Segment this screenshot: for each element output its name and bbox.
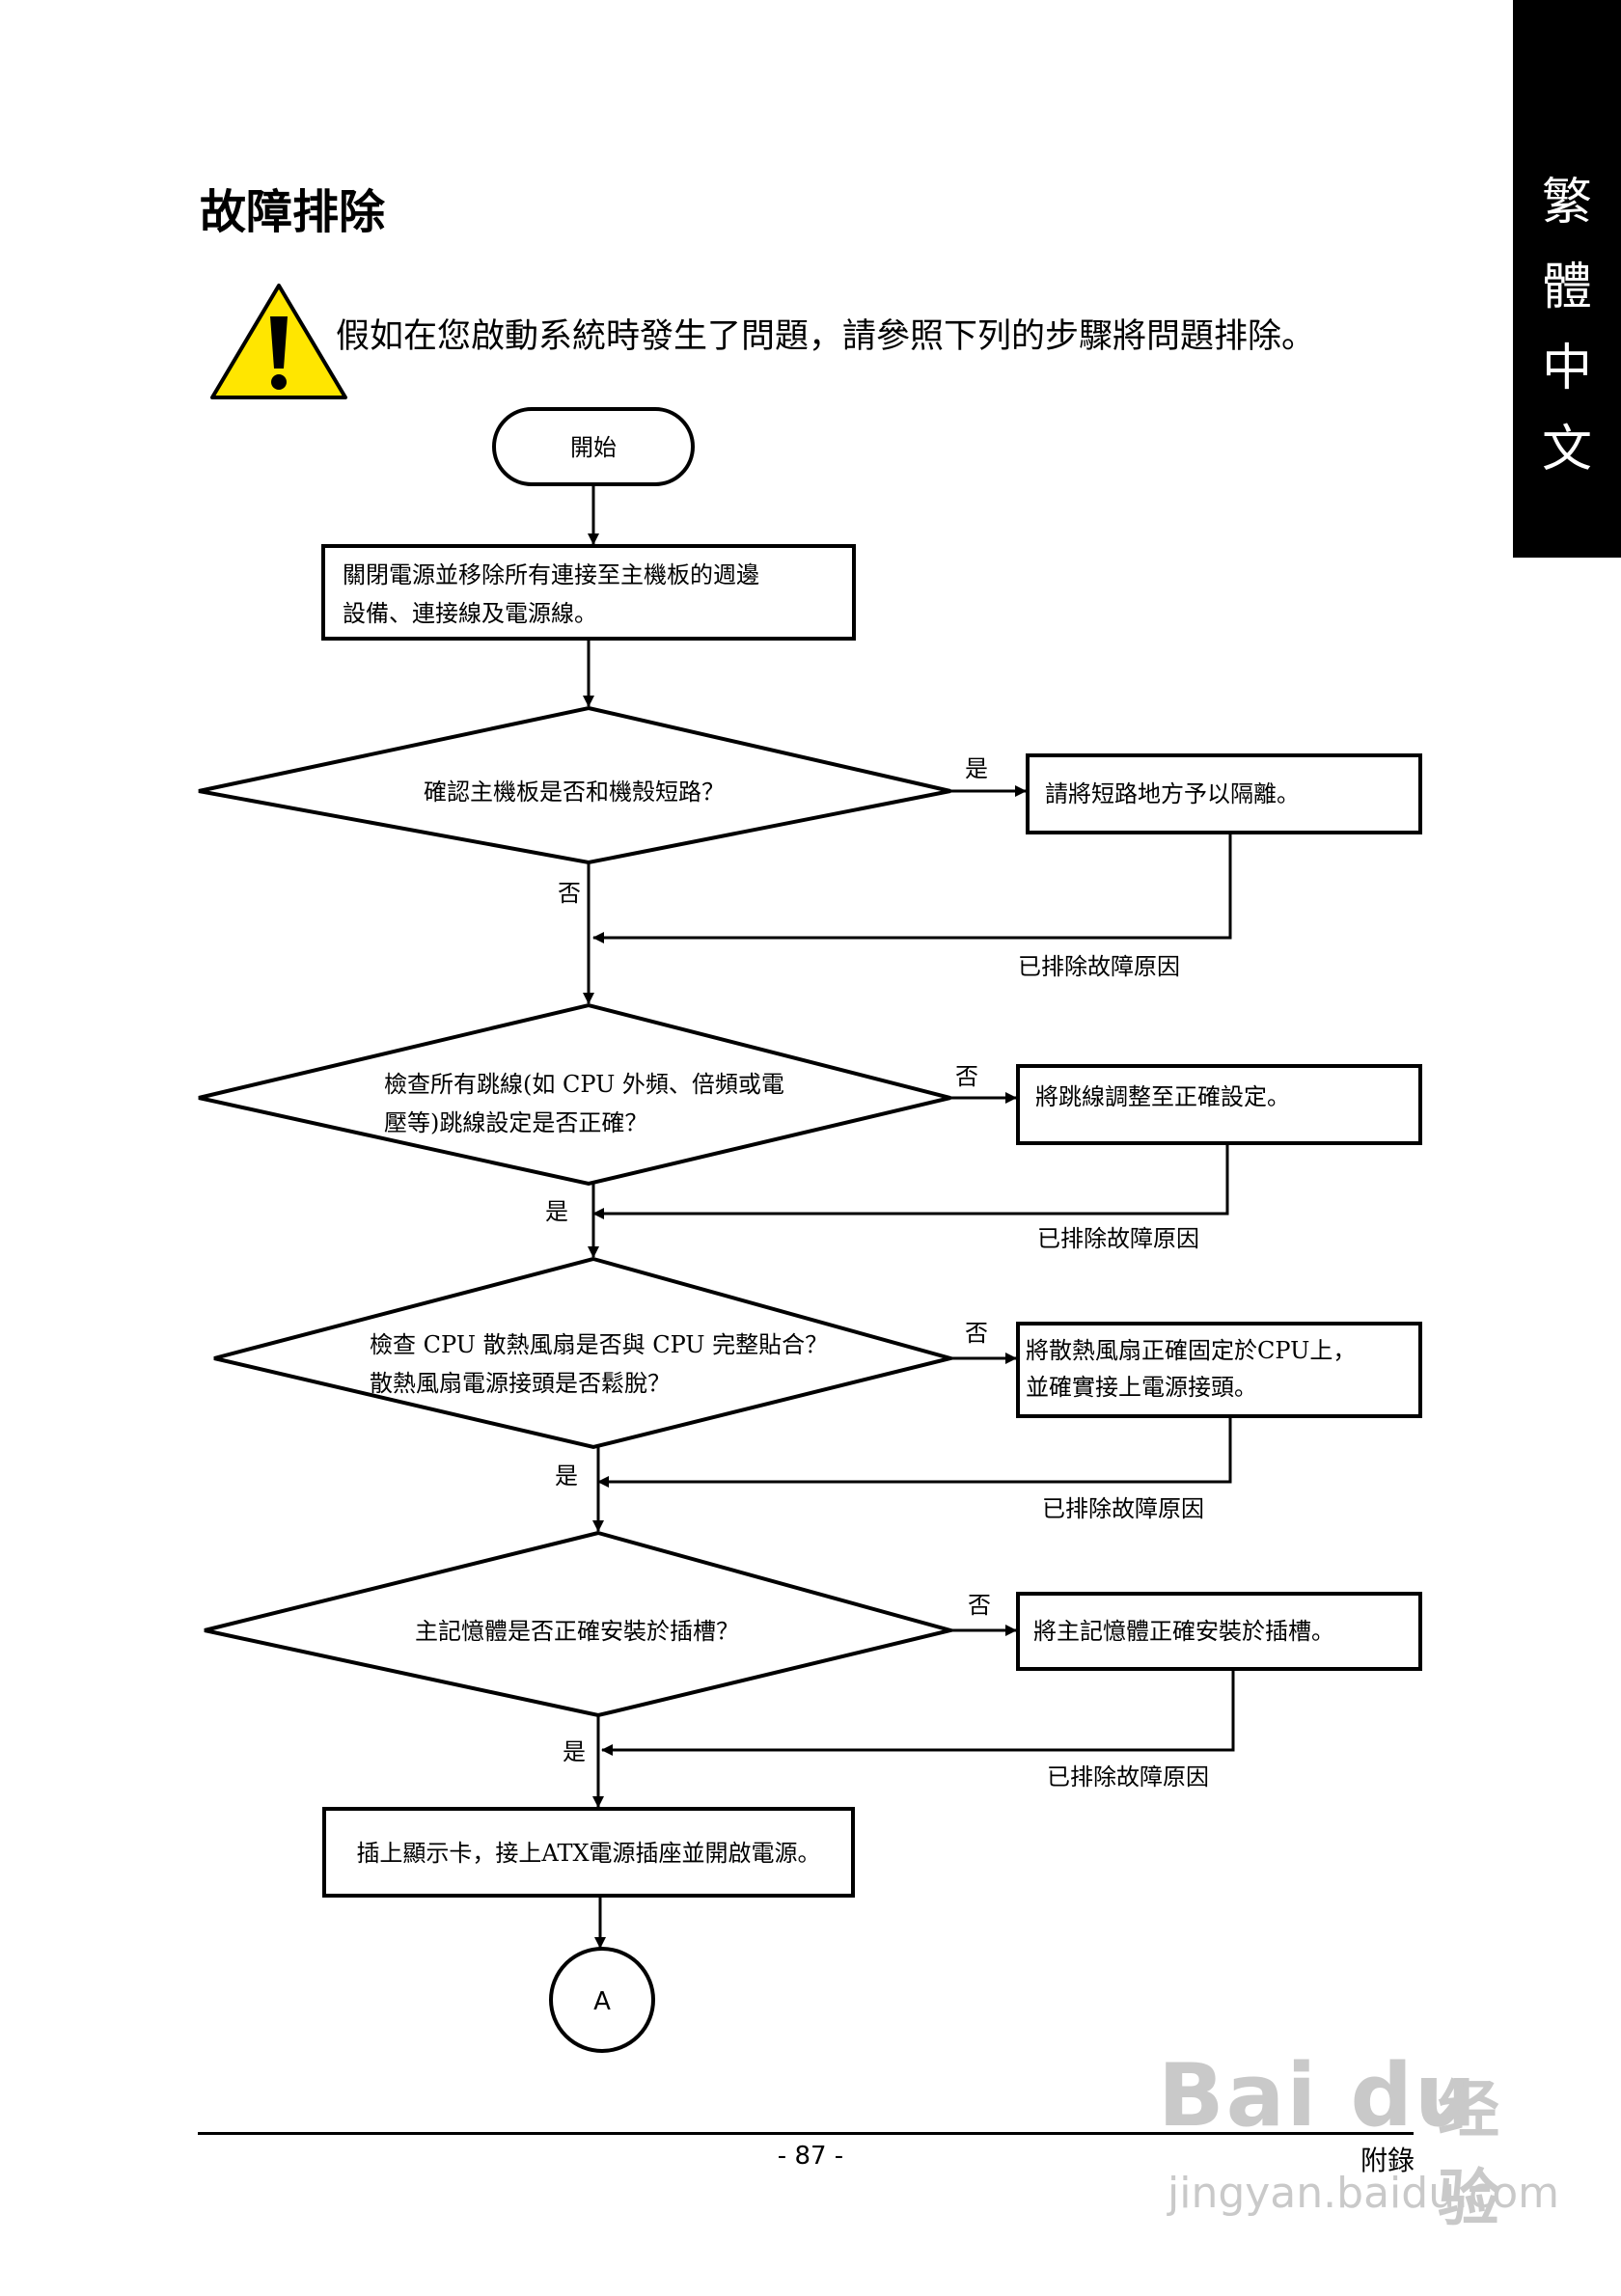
fixed-label: 已排除故障原因 xyxy=(1037,1225,1199,1252)
return-line xyxy=(592,833,1232,943)
action-isolate-text: 請將短路地方予以隔離。 xyxy=(1045,780,1300,807)
no-label: 否 xyxy=(968,1592,991,1619)
decision-cpu-fan xyxy=(213,1256,958,1450)
decision-short-circuit-text: 確認主機板是否和機殼短路？ xyxy=(424,779,725,806)
page-title: 故障排除 xyxy=(200,185,386,239)
no-label: 否 xyxy=(955,1063,978,1090)
no-label: 否 xyxy=(965,1320,988,1347)
connector-circle xyxy=(549,1947,655,2053)
intro-text: 假如在您啟動系統時發生了問題，請參照下列的步驟將問題排除。 xyxy=(336,317,1316,356)
action-memory-box xyxy=(1016,1592,1422,1671)
watermark-cn: 经验 xyxy=(1438,2075,1499,2235)
yes-label: 是 xyxy=(545,1198,568,1225)
action-cpu-fan-box xyxy=(1016,1322,1422,1418)
fixed-label: 已排除故障原因 xyxy=(1042,1495,1204,1522)
decision-jumper xyxy=(198,1002,951,1187)
watermark-logo: Bai du xyxy=(1158,2045,1479,2146)
side-tab-char: 文 xyxy=(1541,421,1592,478)
no-label: 否 xyxy=(558,880,581,907)
decision-memory-text: 主記憶體是否正確安裝於插槽？ xyxy=(415,1618,739,1645)
action-cpu-fan-line1: 將散熱風扇正確固定於CPU上， xyxy=(1026,1337,1356,1364)
decision-jumper-line1: 檢查所有跳線(如 CPU 外頻、倍頻或電 xyxy=(384,1071,784,1098)
decision-cpu-fan-line1: 檢查 CPU 散熱風扇是否與 CPU 完整貼合？ xyxy=(370,1331,828,1358)
action-jumper-text: 將跳線調整至正確設定。 xyxy=(1035,1083,1290,1110)
yes-label: 是 xyxy=(563,1738,586,1765)
watermark-url: jingyan.baidu.com xyxy=(1168,2169,1560,2218)
step-power-on-text: 插上顯示卡，接上ATX電源插座並開啟電源。 xyxy=(356,1840,820,1867)
return-line xyxy=(597,1416,1232,1488)
footer-rule xyxy=(198,2132,1414,2135)
step-power-off-line1: 關閉電源並移除所有連接至主機板的週邊 xyxy=(343,561,759,588)
side-tab-char: 體 xyxy=(1541,259,1592,316)
step-power-off-box xyxy=(321,544,856,641)
decision-cpu-fan-line2: 散熱風扇電源接頭是否鬆脫？ xyxy=(370,1370,671,1397)
fixed-label: 已排除故障原因 xyxy=(1018,953,1180,980)
fixed-label: 已排除故障原因 xyxy=(1047,1763,1209,1790)
side-tab-char: 中 xyxy=(1541,340,1592,397)
action-jumper-box xyxy=(1016,1064,1422,1145)
action-isolate-box xyxy=(1026,753,1422,834)
yes-label: 是 xyxy=(555,1462,578,1490)
footer-section: 附錄 xyxy=(1360,2145,1415,2176)
warning-icon xyxy=(210,284,347,399)
connector-label: A xyxy=(593,1987,611,2016)
action-cpu-fan-line2: 並確實接上電源接頭。 xyxy=(1026,1374,1257,1401)
page-number: - 87 - xyxy=(777,2142,844,2171)
decision-jumper-line2: 壓等)跳線設定是否正確？ xyxy=(384,1109,647,1136)
baidu-watermark: Bai du 经验 jingyan.baidu.com xyxy=(1148,2045,1559,2238)
step-power-off-line2: 設備、連接線及電源線。 xyxy=(343,600,597,627)
language-side-tab: 繁 體 中 文 xyxy=(1513,0,1621,558)
action-memory-text: 將主記憶體正確安裝於插槽。 xyxy=(1033,1618,1334,1645)
return-line xyxy=(592,1143,1229,1219)
step-power-on-box xyxy=(322,1807,855,1898)
return-line xyxy=(601,1669,1235,1756)
start-label: 開始 xyxy=(570,434,617,461)
yes-label: 是 xyxy=(965,755,988,782)
side-tab-char: 繁 xyxy=(1541,174,1592,232)
